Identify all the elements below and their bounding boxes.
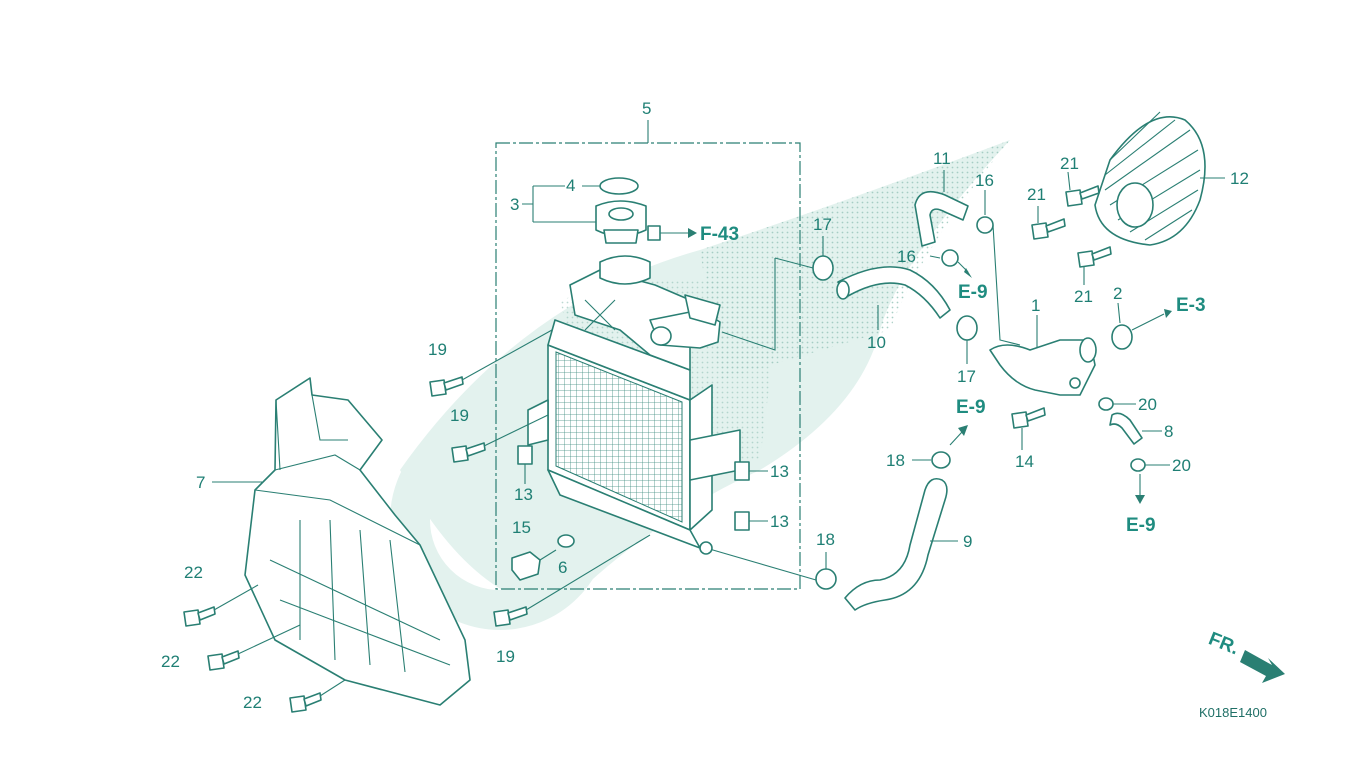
callout-17a: 17 xyxy=(813,215,832,234)
callout-16a: 16 xyxy=(975,171,994,190)
bolt-21b[interactable] xyxy=(1031,218,1066,240)
bypass-hose[interactable] xyxy=(914,190,969,247)
callout-22a: 22 xyxy=(184,563,203,582)
breather-nozzle[interactable] xyxy=(647,225,661,241)
bolt-21a[interactable] xyxy=(1065,185,1100,207)
radiator-tank[interactable] xyxy=(569,255,721,371)
bolt-22b[interactable] xyxy=(207,650,240,671)
callout-20b: 20 xyxy=(1172,456,1191,475)
callout-12: 12 xyxy=(1230,169,1249,188)
callout-1: 1 xyxy=(1031,296,1040,315)
callout-5: 5 xyxy=(642,99,651,118)
hose-clamp-20b[interactable] xyxy=(1130,458,1146,472)
hose-clamp-18b[interactable] xyxy=(815,568,837,590)
callout-2: 2 xyxy=(1113,284,1122,303)
bolt-14[interactable] xyxy=(1011,407,1046,429)
o-ring[interactable] xyxy=(1111,324,1133,350)
bolt-22a[interactable] xyxy=(183,606,216,627)
hose-clamp-18a[interactable] xyxy=(931,451,951,469)
callout-10: 10 xyxy=(867,333,886,352)
callout-18a: 18 xyxy=(886,451,905,470)
clip-13b[interactable] xyxy=(734,461,750,481)
callout-21b: 21 xyxy=(1027,185,1046,204)
hose-clamp-20a[interactable] xyxy=(1098,397,1114,411)
callout-19b: 19 xyxy=(450,406,469,425)
clip-13a[interactable] xyxy=(517,445,533,465)
hose-clamp-17b[interactable] xyxy=(956,315,978,341)
callout-21a: 21 xyxy=(1060,154,1079,173)
callout-13a: 13 xyxy=(514,485,533,504)
front-label: FR. xyxy=(1205,628,1241,659)
small-hose[interactable] xyxy=(1109,412,1143,445)
callout-16b: 16 xyxy=(897,247,916,266)
callout-15: 15 xyxy=(512,518,531,537)
callout-13c: 13 xyxy=(770,512,789,531)
hose-clamp-16a[interactable] xyxy=(976,216,994,234)
sealing-washer[interactable] xyxy=(557,534,575,548)
front-arrow xyxy=(1240,650,1285,683)
ref-e3[interactable]: E-3 xyxy=(1176,295,1206,316)
bolt-21c[interactable] xyxy=(1077,246,1112,268)
callout-20a: 20 xyxy=(1138,395,1157,414)
ref-e9-upper[interactable]: E-9 xyxy=(958,282,988,303)
cap-seal[interactable] xyxy=(599,177,639,195)
radiator-cap[interactable] xyxy=(595,200,647,244)
callout-8: 8 xyxy=(1164,422,1173,441)
callout-6: 6 xyxy=(558,558,567,577)
callout-22b: 22 xyxy=(161,652,180,671)
callout-17b: 17 xyxy=(957,367,976,386)
ref-e9-middle[interactable]: E-9 xyxy=(956,397,986,418)
ref-e9-lower[interactable]: E-9 xyxy=(1126,515,1156,536)
callout-9: 9 xyxy=(963,532,972,551)
callout-3: 3 xyxy=(510,195,519,214)
cooling-fan[interactable] xyxy=(1094,111,1206,246)
callout-14: 14 xyxy=(1015,452,1034,471)
radiator-core[interactable] xyxy=(527,319,741,549)
callout-4: 4 xyxy=(566,176,575,195)
hose-clamp-17a[interactable] xyxy=(812,255,834,281)
callout-19c: 19 xyxy=(496,647,515,666)
callout-18b: 18 xyxy=(816,530,835,549)
callout-11: 11 xyxy=(933,149,951,168)
upper-hose[interactable] xyxy=(836,266,951,319)
bolt-19a[interactable] xyxy=(429,376,464,397)
callout-22c: 22 xyxy=(243,693,262,712)
drain-bolt[interactable] xyxy=(511,551,541,581)
ref-f43[interactable]: F-43 xyxy=(700,224,739,245)
hose-clamp-16b[interactable] xyxy=(941,249,959,267)
callout-19a: 19 xyxy=(428,340,447,359)
bolt-22c[interactable] xyxy=(289,692,322,713)
bolt-19b[interactable] xyxy=(451,442,486,463)
water-pipe[interactable] xyxy=(989,337,1097,396)
bolt-19c[interactable] xyxy=(493,606,528,627)
callout-7: 7 xyxy=(196,473,205,492)
radiator-cover[interactable] xyxy=(244,377,471,706)
diagram-code: K018E1400 xyxy=(1199,705,1267,720)
clip-13c[interactable] xyxy=(734,511,750,531)
callout-13b: 13 xyxy=(770,462,789,481)
lower-hose[interactable] xyxy=(844,477,948,611)
callout-21c: 21 xyxy=(1074,287,1093,306)
